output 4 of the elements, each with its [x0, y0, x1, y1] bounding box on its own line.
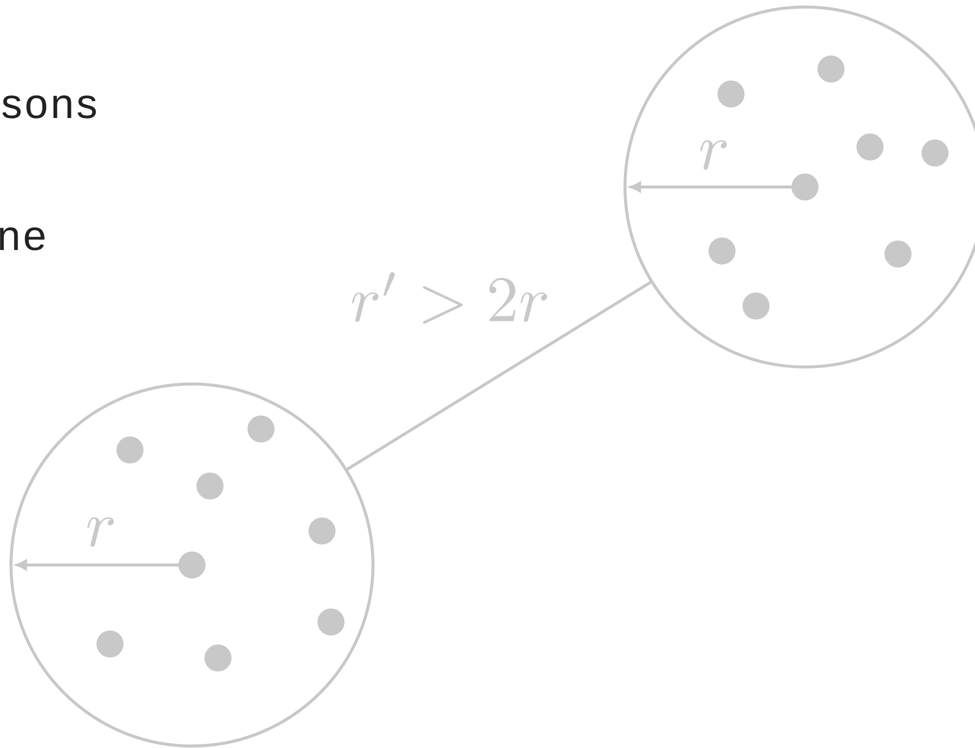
cluster-circle — [10, 382, 374, 748]
body-text: ne — [0, 227, 45, 250]
connector-line — [345, 280, 653, 472]
body-text: sons — [2, 95, 96, 118]
